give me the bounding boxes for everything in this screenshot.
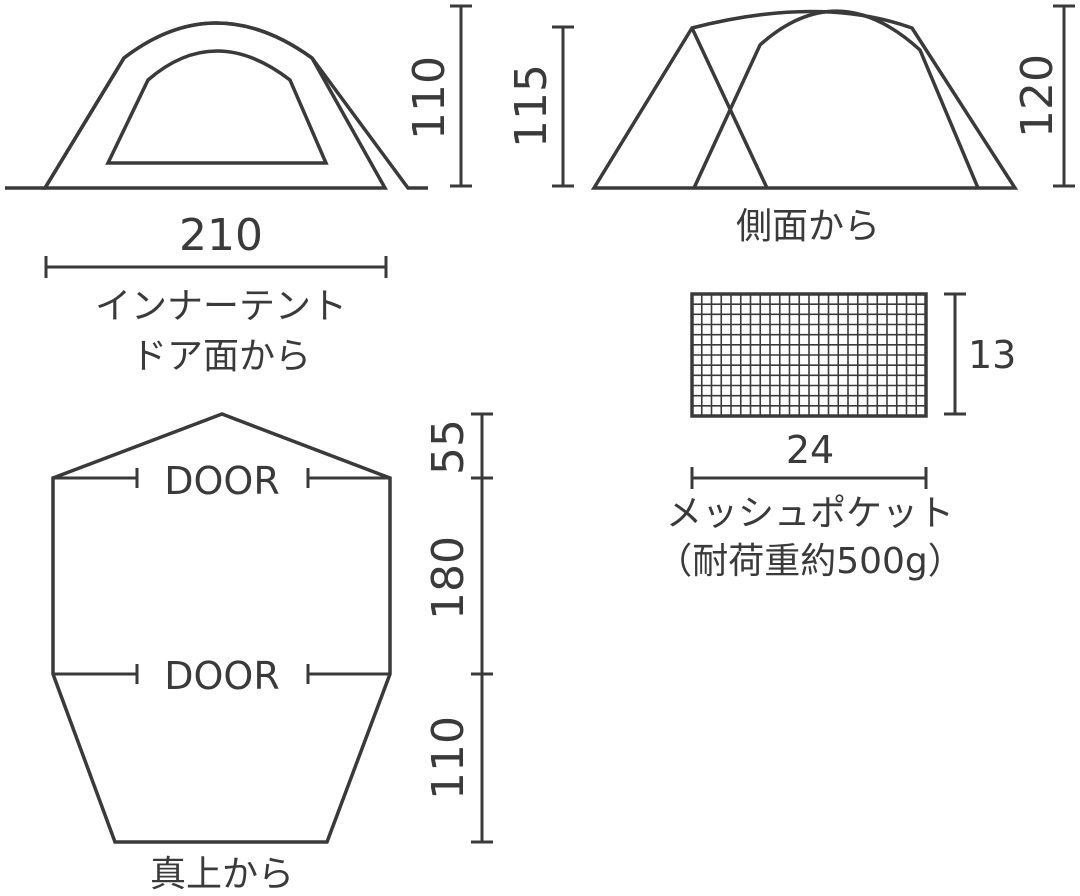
- top-view-label: 真上から: [150, 854, 294, 895]
- pocket-mesh-grid: [692, 294, 926, 416]
- side-left-height-value: 115: [506, 64, 557, 148]
- pocket-width-value: 24: [786, 428, 834, 472]
- bottom-door-label: DOOR: [164, 654, 279, 698]
- front-view: 110 210 インナーテント ドア面から: [5, 4, 472, 377]
- side-right-height-value: 120: [1012, 54, 1063, 138]
- front-view-label-line2: ドア面から: [131, 336, 311, 377]
- top-view-outline: [51, 412, 392, 844]
- front-door-outline: [105, 49, 329, 165]
- pocket-label-line2: （耐荷重約500g）: [656, 541, 964, 582]
- side-rear-pole: [692, 9, 980, 189]
- top-door-label: DOOR: [164, 459, 279, 503]
- side-view-label: 側面から: [736, 206, 880, 247]
- front-view-label-line1: インナーテント: [95, 286, 347, 327]
- top-vestibule-depth-value: 55: [423, 419, 474, 475]
- pocket-height-value: 13: [968, 333, 1016, 377]
- front-width-value: 210: [179, 210, 263, 261]
- pocket-label-line1: メッシュポケット: [666, 493, 954, 534]
- inner-tent-length-value: 180: [423, 536, 474, 620]
- side-view: 115 120 側面から: [506, 4, 1075, 247]
- side-fly-outline: [590, 9, 1019, 190]
- bottom-vestibule-depth-value: 110: [423, 716, 474, 800]
- front-height-value: 110: [404, 56, 455, 140]
- mesh-pocket: 13 24 メッシュポケット （耐荷重約500g）: [656, 292, 1016, 582]
- top-view: DOOR DOOR 55 180 110 真上から: [51, 412, 493, 895]
- front-inner-tent-outline: [41, 21, 388, 190]
